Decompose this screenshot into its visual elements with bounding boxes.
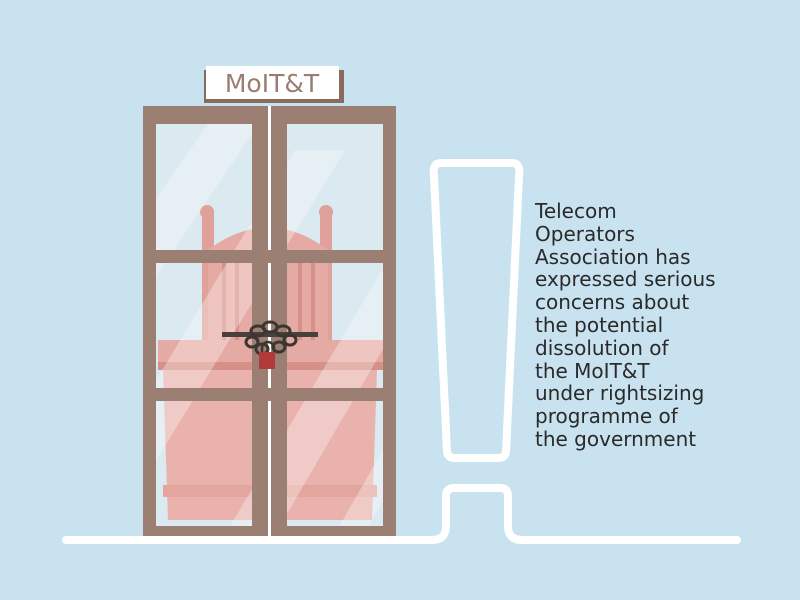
caption-line: programme of: [535, 404, 678, 429]
caption-line: under rightsizing: [535, 381, 705, 406]
ministry-sign-label: MoIT&T: [225, 69, 320, 98]
caption-line: Operators: [535, 221, 635, 246]
caption-text: Telecom Operators Association has expres…: [535, 200, 785, 451]
caption-line: the potential: [535, 312, 664, 337]
caption-line: Association has: [535, 244, 691, 269]
door-handle-bar: [222, 332, 318, 337]
caption-line: Telecom: [535, 199, 617, 223]
ministry-sign: MoIT&T: [204, 66, 344, 103]
caption-line: the government: [535, 426, 697, 451]
exclamation-mark-shape: [62, 159, 741, 544]
caption-line: dissolution of: [535, 335, 669, 360]
double-door: [143, 106, 396, 536]
caption-line: expressed serious: [535, 267, 716, 292]
padlock-icon: [259, 340, 276, 369]
caption-line: concerns about: [535, 290, 690, 315]
caption-line: the MoIT&T: [535, 358, 650, 383]
